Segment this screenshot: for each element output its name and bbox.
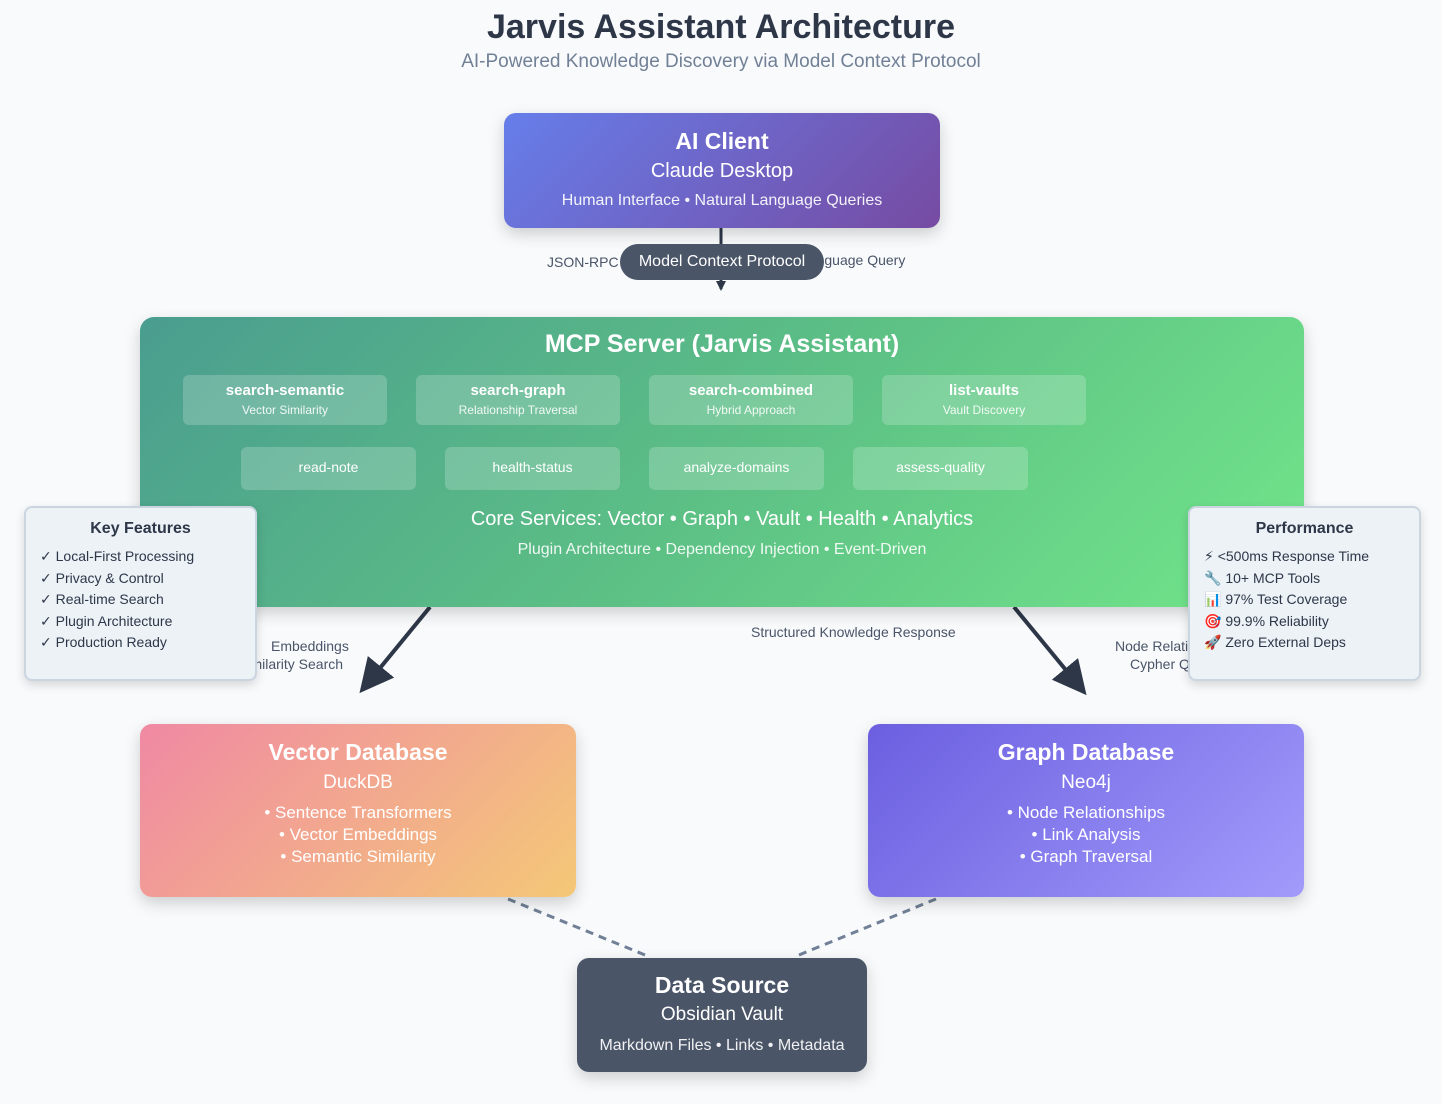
data-source-title: Data Source [654, 972, 790, 998]
graph-db-bullet: • Link Analysis [1031, 825, 1141, 844]
json-rpc-label: JSON-RPC [547, 254, 619, 270]
graph-database-box: Graph Database Neo4j • Node Relationship… [868, 724, 1304, 897]
page-subtitle: AI-Powered Knowledge Discovery via Model… [461, 51, 981, 72]
tool-name: search-combined [688, 382, 814, 399]
tool-desc: Vault Discovery [942, 403, 1026, 417]
tool-name: search-semantic [225, 382, 345, 399]
page-title: Jarvis Assistant Architecture [486, 8, 955, 46]
response-label: Structured Knowledge Response [751, 624, 956, 640]
graph-to-source-dashed [793, 897, 937, 959]
graph-db-name: Neo4j [1061, 772, 1111, 793]
feature-item: ✓ Local-First Processing [40, 548, 195, 564]
protocol-pill: Model Context Protocol [620, 244, 824, 280]
performance-title: Performance [1255, 520, 1354, 537]
architecture-line: Plugin Architecture • Dependency Injecti… [517, 541, 927, 558]
data-source-name: Obsidian Vault [660, 1004, 784, 1025]
vector-to-source-dashed [507, 897, 651, 959]
performance-item: ⚡ <500ms Response Time [1204, 548, 1370, 564]
feature-item: ✓ Privacy & Control [40, 569, 164, 586]
performance-item: 🎯 99.9% Reliability [1204, 612, 1329, 629]
tool-search-graph: search-graph Relationship Traversal [416, 375, 620, 425]
data-source-description: Markdown Files • Links • Metadata [599, 1037, 845, 1054]
performance-item: 📊 97% Test Coverage [1204, 591, 1348, 608]
graph-db-title: Graph Database [997, 739, 1175, 765]
ai-client-name: Claude Desktop [650, 160, 794, 182]
vector-db-bullet: • Semantic Similarity [280, 847, 436, 866]
embeddings-label: Embeddings [271, 638, 349, 654]
tool-health-status: health-status [445, 447, 620, 490]
vector-db-bullet: • Vector Embeddings [278, 825, 438, 844]
tool-read-note: read-note [241, 447, 416, 490]
tool-desc: Hybrid Approach [706, 403, 796, 417]
ai-client-title: AI Client [675, 128, 769, 154]
performance-item: 🔧 10+ MCP Tools [1204, 569, 1321, 586]
tool-name: search-graph [470, 382, 566, 399]
vector-db-bullet: • Sentence Transformers [264, 803, 452, 822]
vector-db-title: Vector Database [268, 739, 448, 765]
key-features-panel: Key Features ✓ Local-First Processing ✓ … [24, 506, 257, 681]
mcp-server-box: MCP Server (Jarvis Assistant) search-sem… [140, 317, 1304, 607]
ai-client-box: AI Client Claude Desktop Human Interface… [504, 113, 940, 228]
core-services: Core Services: Vector • Graph • Vault • … [470, 508, 974, 530]
tool-analyze-domains: analyze-domains [649, 447, 824, 490]
tool-assess-quality: assess-quality [853, 447, 1028, 490]
key-features-title: Key Features [90, 520, 191, 537]
tool-search-combined: search-combined Hybrid Approach [649, 375, 853, 425]
feature-item: ✓ Real-time Search [40, 591, 164, 608]
similarity-search-label: Similarity Search [238, 656, 344, 672]
feature-item: ✓ Production Ready [40, 634, 167, 651]
performance-item: 🚀 Zero External Deps [1204, 634, 1346, 651]
feature-item: ✓ Plugin Architecture [40, 612, 173, 629]
graph-db-bullet: • Graph Traversal [1019, 847, 1153, 866]
data-source-box: Data Source Obsidian Vault Markdown File… [577, 958, 867, 1072]
vector-db-name: DuckDB [323, 772, 393, 793]
mcp-server-title: MCP Server (Jarvis Assistant) [544, 330, 900, 358]
tool-search-semantic: search-semantic Vector Similarity [183, 375, 387, 425]
tool-name: list-vaults [948, 382, 1020, 399]
server-to-vector-arrow [359, 605, 432, 694]
tool-desc: Vector Similarity [241, 403, 329, 417]
graph-db-bullet: • Node Relationships [1006, 803, 1166, 822]
performance-panel: Performance ⚡ <500ms Response Time 🔧 10+… [1188, 506, 1421, 681]
vector-database-box: Vector Database DuckDB • Sentence Transf… [140, 724, 576, 897]
tool-desc: Relationship Traversal [458, 403, 578, 417]
server-to-graph-arrow [1012, 605, 1087, 696]
ai-client-description: Human Interface • Natural Language Queri… [561, 192, 883, 209]
tool-list-vaults: list-vaults Vault Discovery [882, 375, 1086, 425]
